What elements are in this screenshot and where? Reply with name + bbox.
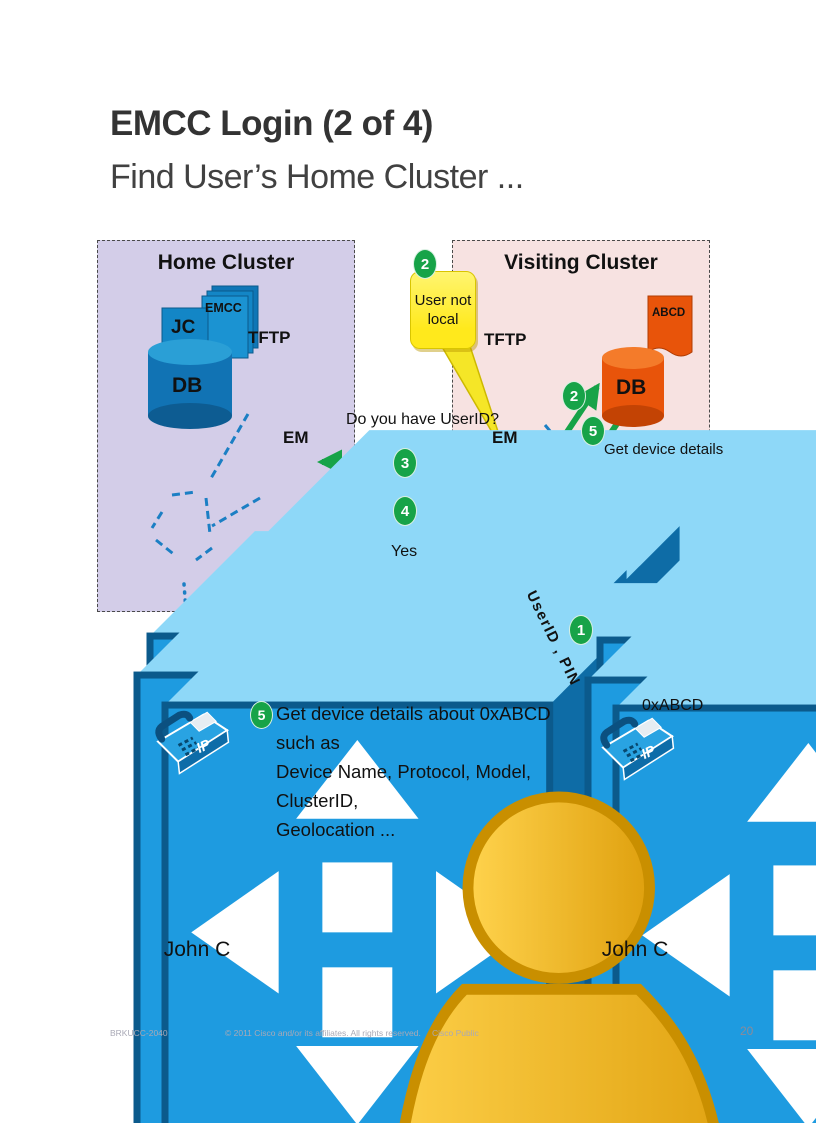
step-badge-4: 4 (393, 496, 417, 526)
note-line1: Get device details about 0xABCD such as (276, 703, 551, 753)
callout-line2: local (427, 311, 459, 328)
step-badge-5-abcd: 5 (581, 416, 605, 446)
page-subtitle: Find User’s Home Cluster ... (110, 158, 524, 196)
home-ip-phone-icon: IP (155, 710, 230, 775)
visiting-user-name: John C (601, 938, 669, 961)
callout-line1: User not (414, 292, 472, 309)
footer-session-id: BRKUCC-2040 (110, 1028, 168, 1038)
note-text: Get device details about 0xABCD such as … (276, 699, 576, 844)
step-badge-3: 3 (393, 448, 417, 478)
question-label: Do you have UserID? (346, 411, 499, 428)
user-not-local-callout: User not local (410, 271, 476, 349)
visiting-tftp-label: TFTP (484, 330, 527, 349)
step-badge-2-callout: 2 (413, 249, 437, 279)
home-db-label: DB (172, 374, 203, 397)
home-em-label: EM (283, 428, 309, 447)
visiting-db-label: DB (616, 376, 647, 399)
answer-label: Yes (391, 543, 418, 560)
jc-label: JC (171, 317, 196, 338)
note-line2: Device Name, Protocol, Model, ClusterID, (276, 761, 531, 811)
home-dashed-links (150, 413, 261, 562)
footer-copyright: © 2011 Cisco and/or its affiliates. All … (225, 1028, 421, 1038)
visiting-db-cylinder-icon (602, 347, 664, 427)
note-step-badge-5: 5 (250, 701, 273, 729)
home-db-cylinder-icon (148, 339, 232, 429)
footer-classification: Cisco Public (432, 1028, 479, 1038)
visiting-ip-phone-icon: IP (600, 716, 675, 781)
home-tftp-label: TFTP (248, 328, 291, 347)
home-cluster-title: Home Cluster (157, 251, 295, 274)
page-number: 20 (740, 1024, 754, 1038)
emcc-label: EMCC (205, 301, 242, 315)
note-line3: Geolocation ... (276, 819, 396, 840)
get-device-details-label: Get device details (604, 441, 724, 458)
abcd-doc-label: ABCD (652, 307, 686, 319)
step-badge-2-db: 2 (562, 381, 586, 411)
page-title: EMCC Login (2 of 4) (110, 104, 433, 143)
visiting-em-label: EM (492, 428, 518, 447)
visiting-cluster-title: Visiting Cluster (504, 251, 658, 274)
abcd-doc-icon (647, 295, 693, 357)
device-id-label: 0xABCD (642, 697, 704, 714)
home-user-name: John C (163, 938, 231, 961)
step-badge-1: 1 (569, 615, 593, 645)
